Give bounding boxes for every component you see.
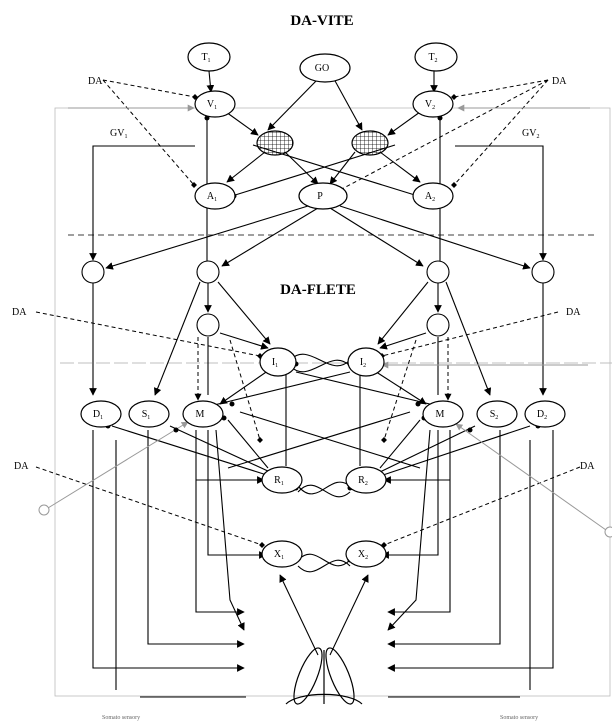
node-label-sub: 2 [363, 363, 366, 369]
node-x1: X1 [262, 541, 302, 567]
node-shape [415, 43, 457, 71]
connections [93, 71, 553, 697]
node-shape [260, 348, 296, 376]
unit-circle [82, 261, 104, 283]
node-shape [477, 401, 517, 427]
node-m2: M [423, 401, 463, 427]
node-v1: V1 [195, 91, 235, 117]
node-shape [129, 401, 169, 427]
node-label-base: GO [315, 63, 329, 74]
node-t1: T1 [188, 43, 230, 71]
node-label-sub: 1 [281, 555, 284, 561]
node-label-sub: 1 [208, 58, 211, 64]
node-label-sub: 1 [214, 105, 217, 111]
footer-left-label: Somato sensory [102, 715, 140, 721]
da-label: DA [552, 76, 567, 87]
node-v2: V2 [413, 91, 453, 117]
node-label-base: M [436, 409, 445, 420]
node-label-sub: 1 [275, 363, 278, 369]
da-label: DA [566, 307, 581, 318]
node-t2: T2 [415, 43, 457, 71]
node-go: GO [300, 54, 350, 82]
node-shape [262, 541, 302, 567]
unlabeled-units [82, 261, 554, 336]
effector-icon [286, 645, 362, 707]
node-label-base: M [196, 409, 205, 420]
da-projections [36, 80, 580, 545]
node-shape [346, 467, 386, 493]
gv2-label: GV2 [522, 128, 539, 140]
node-shape [262, 467, 302, 493]
node-shape [299, 183, 347, 209]
unit-circle [427, 314, 449, 336]
node-s2: S2 [477, 401, 517, 427]
node-s1: S1 [129, 401, 169, 427]
node-label-sub: 1 [281, 481, 284, 487]
node-label-sub: 2 [432, 197, 435, 203]
node-m1: M [183, 401, 223, 427]
node-shape [525, 401, 565, 427]
node-label-base: P [317, 191, 323, 202]
node-label: M [196, 409, 205, 420]
node-label: M [436, 409, 445, 420]
node-shape [188, 43, 230, 71]
node-x2: X2 [346, 541, 386, 567]
title-da-vite: DA-VITE [290, 13, 353, 29]
node-shape [413, 91, 453, 117]
node-label: GO [315, 63, 329, 74]
title-da-flete: DA-FLETE [280, 282, 356, 298]
da-label: DA [580, 461, 595, 472]
node-label-sub: 2 [365, 481, 368, 487]
node-a1: A1 [195, 183, 235, 209]
node-label-sub: 2 [435, 58, 438, 64]
node-shape [346, 541, 386, 567]
node-d1: D1 [81, 401, 121, 427]
hatched-units [257, 131, 388, 155]
node-shape [195, 183, 235, 209]
hatched-gate-right [352, 131, 388, 155]
node-shape [81, 401, 121, 427]
node-label-sub: 1 [100, 415, 103, 421]
node-i2: I2 [348, 348, 384, 376]
node-shape [195, 91, 235, 117]
node-shape [348, 348, 384, 376]
node-p: P [299, 183, 347, 209]
node-label-sub: 1 [214, 197, 217, 203]
da-label: DA [12, 307, 27, 318]
node-label-sub: 2 [432, 105, 435, 111]
node-d2: D2 [525, 401, 565, 427]
unit-circle [197, 314, 219, 336]
node-r2: R2 [346, 467, 386, 493]
node-label-sub: 2 [544, 415, 547, 421]
node-label: P [317, 191, 323, 202]
node-label-base: D [537, 409, 544, 420]
node-label-sub: 2 [365, 555, 368, 561]
unit-circle [197, 261, 219, 283]
node-r1: R1 [262, 467, 302, 493]
node-shape [413, 183, 453, 209]
node-label-sub: 2 [495, 415, 498, 421]
footer-right-label: Somato sensory [500, 715, 538, 721]
node-i1: I1 [260, 348, 296, 376]
node-label-sub: 1 [147, 415, 150, 421]
node-label-base: D [93, 409, 100, 420]
gv1-label: GV1 [110, 128, 127, 140]
da-label: DA [14, 461, 29, 472]
node-a2: A2 [413, 183, 453, 209]
gray-feedback [39, 108, 612, 537]
unit-circle [427, 261, 449, 283]
hatched-gate-left [257, 131, 293, 155]
unit-circle [532, 261, 554, 283]
da-label: DA [88, 76, 103, 87]
